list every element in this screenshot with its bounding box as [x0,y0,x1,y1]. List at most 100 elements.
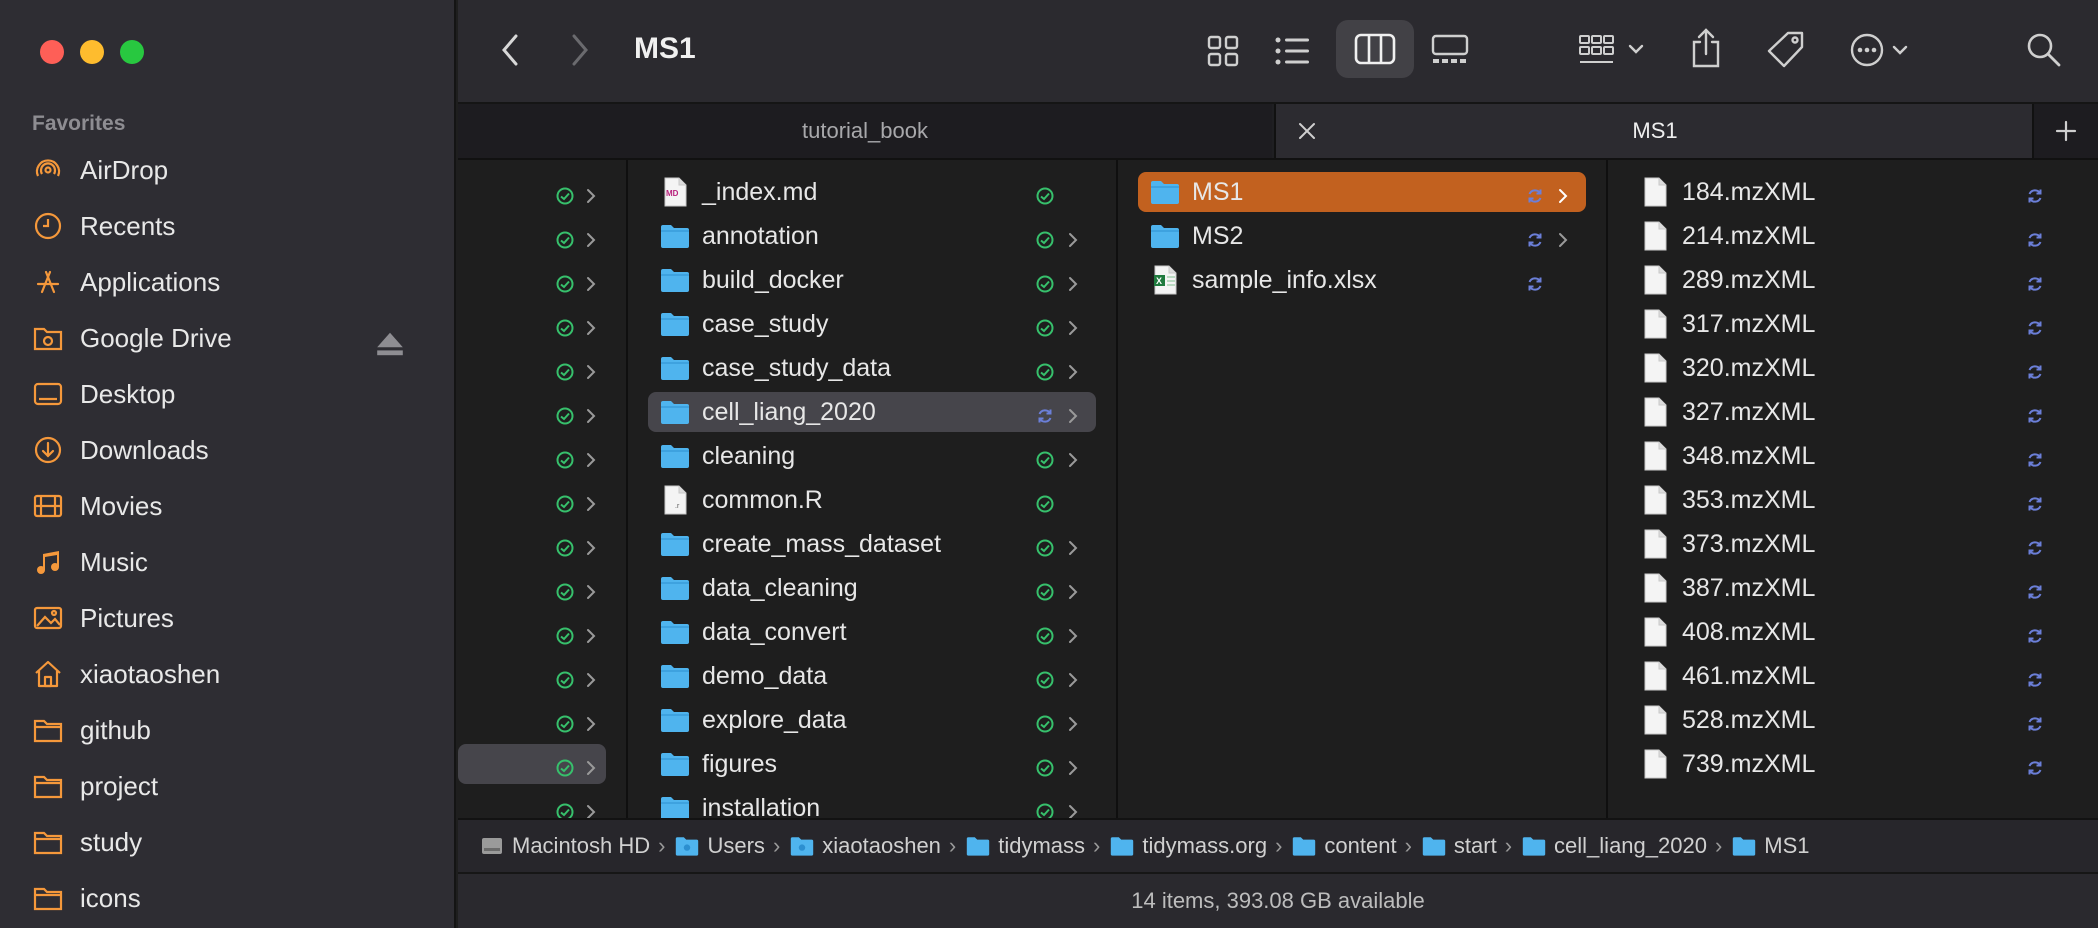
icon-view-button[interactable] [1206,34,1240,68]
list-item[interactable] [458,172,626,212]
list-item[interactable]: data_convert [648,612,1096,652]
minimize-window-button[interactable] [80,40,104,64]
close-window-button[interactable] [40,40,64,64]
list-item[interactable]: annotation [648,216,1096,256]
list-item[interactable]: explore_data [648,700,1096,740]
list-item[interactable]: 214.mzXML [1640,216,2070,256]
breadcrumb-item[interactable]: Macintosh HD [480,833,650,859]
breadcrumb-item[interactable]: tidymass [966,833,1085,859]
list-item[interactable] [458,260,626,300]
list-item[interactable] [458,480,626,520]
forward-button[interactable] [568,32,592,68]
list-item[interactable]: demo_data [648,656,1096,696]
list-item[interactable]: MS2 [1138,216,1586,256]
breadcrumb-item[interactable]: content [1292,833,1397,859]
list-item[interactable]: cleaning [648,436,1096,476]
sidebar-item-github[interactable]: github [32,708,432,752]
list-item[interactable]: 327.mzXML [1640,392,2070,432]
breadcrumb-item[interactable]: xiaotaoshen [790,833,941,859]
breadcrumb-item[interactable]: tidymass.org [1110,833,1267,859]
list-item[interactable]: 320.mzXML [1640,348,2070,388]
sidebar-item-applications[interactable]: Applications [32,260,432,304]
list-item[interactable]: 408.mzXML [1640,612,2070,652]
breadcrumb-item[interactable]: cell_liang_2020 [1522,833,1707,859]
more-actions-button[interactable] [1850,32,1914,68]
sidebar-item-downloads[interactable]: Downloads [32,428,432,472]
chevron-right-icon [584,403,598,423]
sidebar-item-google-drive[interactable]: Google Drive [32,316,432,360]
list-item[interactable]: data_cleaning [648,568,1096,608]
zoom-window-button[interactable] [120,40,144,64]
list-item[interactable] [458,348,626,388]
list-item[interactable] [458,392,626,432]
list-item[interactable]: 289.mzXML [1640,260,2070,300]
list-item[interactable]: MS1 [1138,172,1586,212]
list-item[interactable] [458,700,626,740]
list-item[interactable] [458,436,626,476]
close-tab-icon[interactable] [1296,120,1318,142]
tab-ms1[interactable]: MS1 [1274,104,2034,158]
tab-tutorial-book[interactable]: tutorial_book [458,104,1272,158]
list-item[interactable]: 184.mzXML [1640,172,2070,212]
list-item[interactable] [458,612,626,652]
sync-check-icon [1036,799,1054,818]
sidebar-item-study[interactable]: study [32,820,432,864]
list-item[interactable]: 348.mzXML [1640,436,2070,476]
column-view-button[interactable] [1336,20,1414,78]
tags-button[interactable] [1766,30,1806,70]
list-item[interactable]: build_docker [648,260,1096,300]
list-view-button[interactable] [1274,36,1310,66]
list-item[interactable]: case_study_data [648,348,1096,388]
sidebar-item-desktop[interactable]: Desktop [32,372,432,416]
item-name: figures [702,749,778,778]
breadcrumb-separator: › [1714,833,1723,858]
sidebar-item-recents[interactable]: Recents [32,204,432,248]
document-icon [1644,705,1667,735]
new-tab-button[interactable] [2032,104,2098,158]
folder-icon [33,719,63,743]
list-item[interactable]: installation [648,788,1096,818]
share-button[interactable] [1690,28,1722,68]
document-icon [1644,309,1667,339]
sidebar-item-icons[interactable]: icons [32,876,432,920]
list-item[interactable]: 317.mzXML [1640,304,2070,344]
list-item[interactable] [458,744,606,784]
back-button[interactable] [498,32,522,68]
list-item[interactable] [458,788,626,818]
breadcrumb-item[interactable]: Users [675,833,765,859]
group-by-button[interactable] [1578,34,1646,66]
sidebar-item-label: Desktop [80,378,176,409]
breadcrumb-item[interactable]: start [1422,833,1497,859]
list-item[interactable]: 373.mzXML [1640,524,2070,564]
list-item[interactable]: MD_index.md [648,172,1096,212]
list-item[interactable]: 461.mzXML [1640,656,2070,696]
sidebar-item-project[interactable]: project [32,764,432,808]
sidebar-item-music[interactable]: Music [32,540,432,584]
document-icon [1644,265,1667,295]
chevron-right-icon [584,711,598,731]
search-button[interactable] [2026,32,2062,68]
list-item[interactable]: cell_liang_2020 [648,392,1096,432]
sidebar-item-pictures[interactable]: Pictures [32,596,432,640]
list-item[interactable] [458,216,626,256]
list-item[interactable]: case_study [648,304,1096,344]
chevron-right-icon [584,799,598,818]
list-item[interactable]: 739.mzXML [1640,744,2070,784]
list-item[interactable]: create_mass_dataset [648,524,1096,564]
list-item[interactable] [458,656,626,696]
list-item[interactable]: 353.mzXML [1640,480,2070,520]
breadcrumb-item[interactable]: MS1 [1732,833,1810,859]
list-item[interactable]: figures [648,744,1096,784]
list-item[interactable] [458,524,626,564]
list-item[interactable] [458,304,626,344]
list-item[interactable]: 528.mzXML [1640,700,2070,740]
sidebar-item-xiaotaoshen[interactable]: xiaotaoshen [32,652,432,696]
list-item[interactable] [458,568,626,608]
sidebar-item-airdrop[interactable]: AirDrop [32,148,432,192]
gallery-view-button[interactable] [1430,34,1470,66]
list-item[interactable]: 387.mzXML [1640,568,2070,608]
sidebar-item-movies[interactable]: Movies [32,484,432,528]
eject-icon[interactable] [374,328,406,360]
